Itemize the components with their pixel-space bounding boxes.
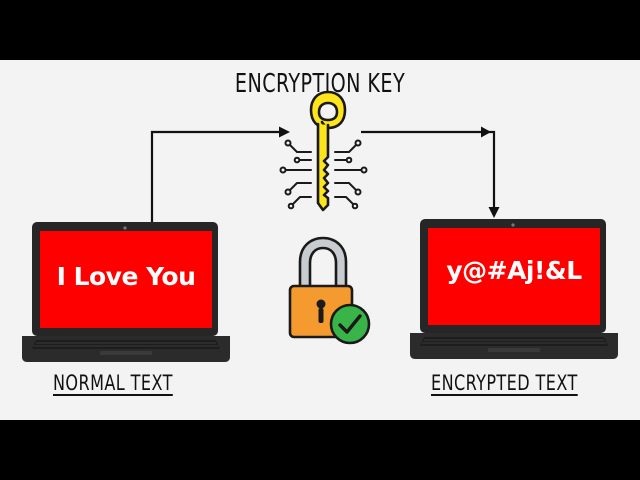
left-laptop: [22, 222, 230, 362]
checkmark-icon: [329, 303, 371, 345]
normal-text-caption: NORMAL TEXT: [53, 371, 173, 395]
left-laptop-screen: [40, 231, 212, 328]
plain-text-message: I Love You: [56, 262, 196, 291]
right-laptop-screen: [428, 228, 600, 325]
cipher-text-message: y@#Aj!&L: [446, 256, 582, 285]
arrow-key-to-right: [361, 126, 500, 218]
encryption-key-label: ENCRYPTION KEY: [234, 69, 406, 99]
arrow-left-to-key: [150, 126, 290, 224]
key-icon: [279, 90, 368, 212]
encrypted-text-caption: ENCRYPTED TEXT: [431, 371, 578, 395]
right-laptop: [410, 219, 618, 359]
